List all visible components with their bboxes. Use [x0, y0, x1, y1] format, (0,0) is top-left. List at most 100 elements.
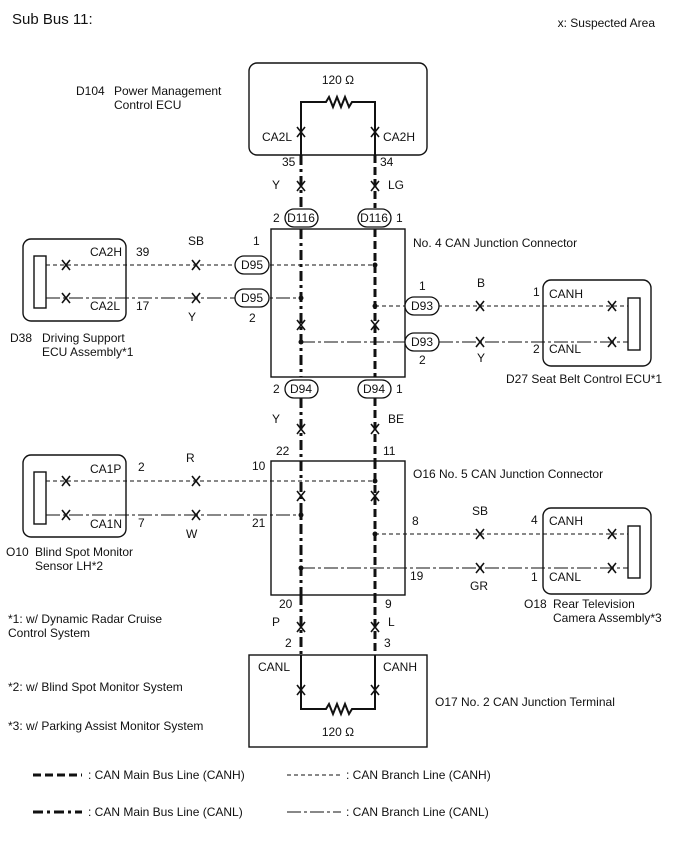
pin-d95-1: 1 — [253, 234, 260, 248]
d93-top — [404, 296, 440, 316]
pin-d93-2: 2 — [419, 353, 426, 367]
note-1b: Control System — [8, 626, 90, 640]
wire-y-d27: Y — [477, 351, 485, 365]
wire-sb-o18: SB — [472, 504, 488, 518]
o17-resistor-label: 120 Ω — [322, 725, 354, 739]
d38-name-1: Driving Support — [42, 331, 125, 345]
wire-r: R — [186, 451, 195, 465]
note-2: *2: w/ Blind Spot Monitor System — [8, 680, 183, 694]
o17-pin-canl: CANL — [258, 660, 290, 674]
o10-id: O10 — [6, 545, 29, 559]
d116-left — [284, 208, 319, 228]
o18-id: O18 — [524, 597, 547, 611]
d104-box — [248, 62, 428, 156]
pin-19: 19 — [410, 569, 424, 583]
pin-21: 21 — [252, 516, 266, 530]
d93-bottom-label: D93 — [411, 335, 433, 349]
pin-d95-2: 2 — [249, 311, 256, 325]
d95-bottom-label: D95 — [241, 291, 263, 305]
d38-pin-ca2l: CA2L — [90, 299, 120, 313]
o10-box — [22, 454, 127, 538]
o10-pin-ca1n: CA1N — [90, 517, 122, 531]
pin-o10-7: 7 — [138, 516, 145, 530]
o18-box — [542, 507, 652, 595]
jc4-box — [270, 228, 406, 378]
pin-d94-1: 1 — [396, 382, 403, 396]
o10-connector — [33, 471, 47, 525]
suspect-x — [296, 490, 306, 502]
wire-y-d104: Y — [272, 178, 280, 192]
wire-sb-d38: SB — [188, 234, 204, 248]
d116-left-label: D116 — [287, 211, 315, 225]
junction-dot — [372, 478, 378, 484]
d116-right — [357, 208, 392, 228]
wire-lg-d104: LG — [388, 178, 404, 192]
d95-bottom — [234, 288, 270, 308]
pin-35: 35 — [282, 155, 296, 169]
o17-label: O17 No. 2 CAN Junction Terminal — [435, 695, 615, 709]
wire-w: W — [186, 527, 198, 541]
o17-resistor — [300, 655, 376, 717]
legend-main-canh: : CAN Main Bus Line (CANH) — [88, 768, 245, 782]
d104-resistor — [300, 94, 376, 155]
pin-10: 10 — [252, 459, 266, 473]
jc5-label: O16 No. 5 CAN Junction Connector — [413, 467, 603, 481]
pin-8: 8 — [412, 514, 419, 528]
o10-pin-ca1p: CA1P — [90, 462, 121, 476]
d94-left-label: D94 — [290, 382, 312, 396]
pin-d27-1: 1 — [533, 285, 540, 299]
d104-id: D104 — [76, 84, 105, 98]
d27-box — [542, 279, 652, 367]
d38-name-2: ECU Assembly*1 — [42, 345, 134, 359]
legend-main-canl: : CAN Main Bus Line (CANL) — [88, 805, 243, 819]
d93-bottom — [404, 332, 440, 352]
wire-gr-o18: GR — [470, 579, 488, 593]
note-3: *3: w/ Parking Assist Monitor System — [8, 719, 203, 733]
o17-box — [248, 654, 428, 748]
o18-pin-canl: CANL — [549, 570, 581, 584]
pin-9: 9 — [385, 597, 392, 611]
d27-pin-canl: CANL — [549, 342, 581, 356]
pin-d27-2: 2 — [533, 342, 540, 356]
note-1a: *1: w/ Dynamic Radar Cruise — [8, 612, 162, 626]
suspect-x — [475, 336, 485, 348]
pin-17: 17 — [136, 299, 150, 313]
o18-name-2: Camera Assembly*3 — [553, 611, 662, 625]
suspect-x — [475, 562, 485, 574]
suspected-area-note: x: Suspected Area — [558, 16, 656, 30]
pin-o18-1: 1 — [531, 570, 538, 584]
d95-top — [234, 255, 270, 275]
d116-right-label: D116 — [360, 211, 388, 225]
wire-l: L — [388, 615, 395, 629]
o18-pin-canh: CANH — [549, 514, 583, 528]
wire-be-mid: BE — [388, 412, 404, 426]
d104-name-2: Control ECU — [114, 98, 181, 112]
pin-39: 39 — [136, 245, 150, 259]
d38-pin-ca2h: CA2H — [90, 245, 122, 259]
wire-b-d27: B — [477, 276, 485, 290]
pin-d116-2: 2 — [273, 211, 280, 225]
o10-name-1: Blind Spot Monitor — [35, 545, 133, 559]
d94-right-label: D94 — [363, 382, 385, 396]
o18-connector — [627, 525, 641, 579]
jc4-label: No. 4 CAN Junction Connector — [413, 236, 577, 250]
pin-11: 11 — [383, 444, 396, 458]
o18-name-1: Rear Television — [553, 597, 635, 611]
jc5-box — [270, 460, 406, 596]
d93-top-label: D93 — [411, 299, 433, 313]
pin-o17-2: 2 — [285, 636, 292, 650]
d27-pin-canh: CANH — [549, 287, 583, 301]
legend-branch-canl: : CAN Branch Line (CANL) — [346, 805, 489, 819]
d38-box — [22, 238, 127, 322]
legend-branch-canh: : CAN Branch Line (CANH) — [346, 768, 491, 782]
pin-d94-2: 2 — [273, 382, 280, 396]
d38-id: D38 — [10, 331, 32, 345]
pin-22: 22 — [276, 444, 290, 458]
wire-y-mid: Y — [272, 412, 280, 426]
d104-resistor-label: 120 Ω — [322, 73, 354, 87]
pin-o18-4: 4 — [531, 513, 538, 527]
pin-o10-2: 2 — [138, 460, 145, 474]
wire-p: P — [272, 615, 280, 629]
